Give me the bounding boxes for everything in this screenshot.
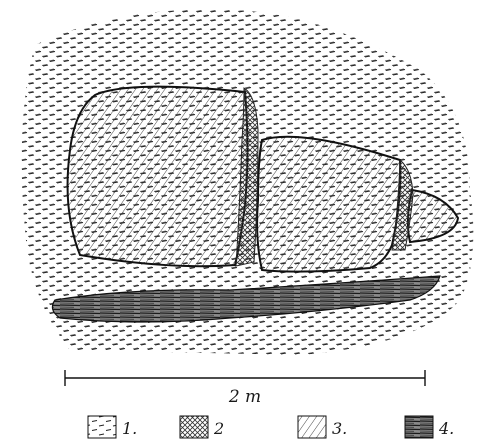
legend-swatch-2 xyxy=(180,416,208,438)
legend-swatch-3 xyxy=(298,416,326,438)
legend-label-4: 4. xyxy=(438,419,454,438)
legend-swatch-4 xyxy=(405,416,433,438)
legend-label-1: 1. xyxy=(122,419,137,438)
scale-bar-label: 2 m xyxy=(228,387,261,407)
legend-label-2: 2 xyxy=(213,419,224,438)
legend: 1. 2 3. 4. xyxy=(88,416,454,438)
legend-swatch-1 xyxy=(88,416,116,438)
legend-label-3: 3. xyxy=(332,419,347,438)
scale-bar: 2 m xyxy=(65,370,425,407)
rock-block-left xyxy=(68,87,248,267)
legend-item-3: 3. xyxy=(298,416,347,438)
legend-item-1: 1. xyxy=(88,416,137,438)
legend-item-4: 4. xyxy=(405,416,454,438)
legend-item-2: 2 xyxy=(180,416,224,438)
rock-block-middle xyxy=(257,137,400,272)
